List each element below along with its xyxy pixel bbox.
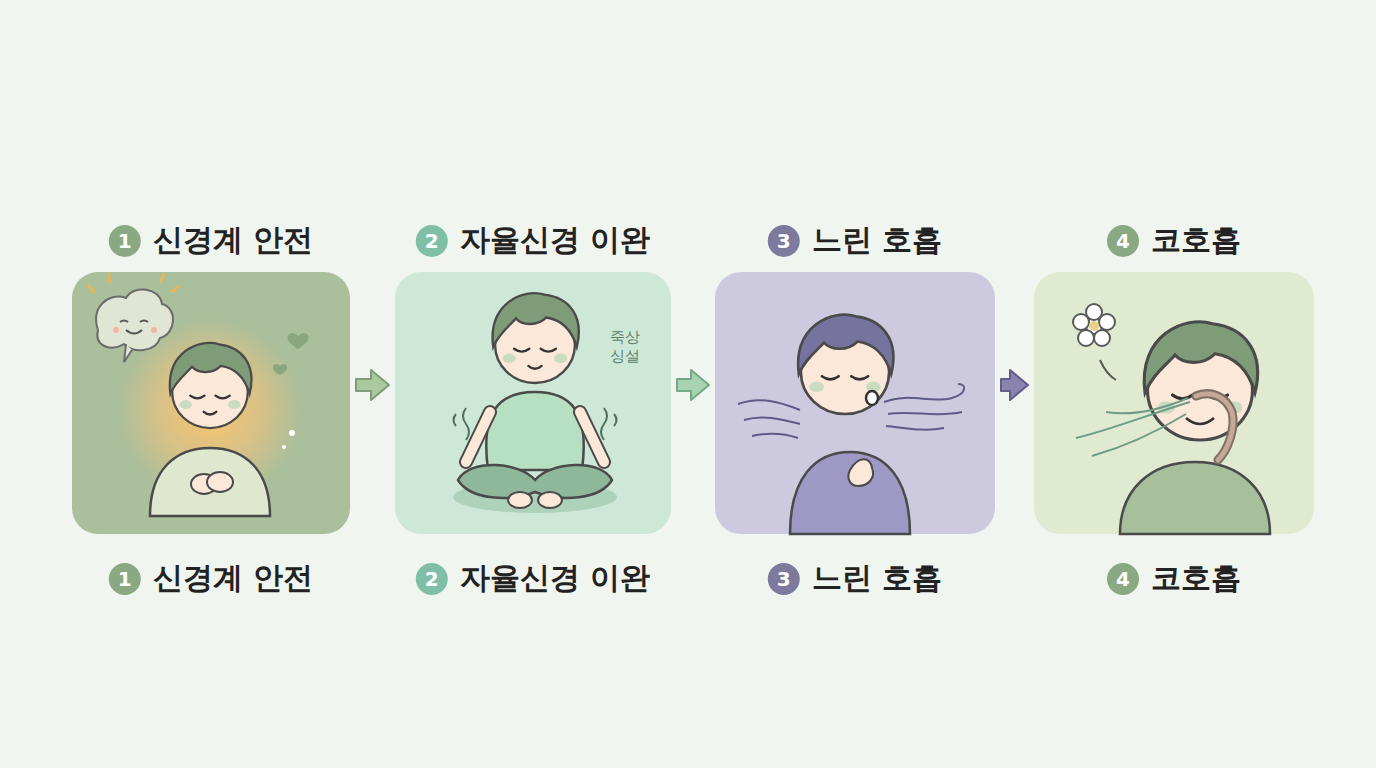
step-title: 코호흡 xyxy=(1151,558,1241,599)
heading-row: 2 자율신경 이완 xyxy=(416,220,650,261)
meditating-child xyxy=(453,293,617,513)
heading-row: 4 코호흡 xyxy=(1107,220,1241,261)
flow-arrow xyxy=(677,370,709,400)
step-number: 1 xyxy=(109,563,141,595)
heading-row: 3 느린 호흡 xyxy=(768,220,942,261)
safety-panel: 1신경계 안전1신경계 안전 xyxy=(72,272,350,534)
heading-row: 1 신경계 안전 xyxy=(109,558,313,599)
heading-row: 2 자율신경 이완 xyxy=(416,558,650,599)
relax-panel: 2자율신경 이완죽상 싱설2자율신경 이완 xyxy=(395,272,671,534)
step-title: 느린 호흡 xyxy=(812,558,942,599)
step-number: 2 xyxy=(416,225,448,257)
slow-breath-panel: 3느린 호흡3느린 호흡 xyxy=(715,272,995,534)
heart-icons xyxy=(273,333,309,449)
step-number: 3 xyxy=(768,563,800,595)
step-title: 자율신경 이완 xyxy=(460,558,650,599)
step-number: 4 xyxy=(1107,225,1139,257)
panel-note: 죽상 싱설 xyxy=(607,328,643,366)
step-title: 신경계 안전 xyxy=(153,558,313,599)
step-number: 2 xyxy=(416,563,448,595)
heading-row: 3 느린 호흡 xyxy=(768,558,942,599)
nose-breath-panel: 4코호흡4코호흡 xyxy=(1034,272,1314,534)
step-title: 자율신경 이완 xyxy=(460,220,650,261)
nose-breathing-child xyxy=(1073,304,1270,534)
flower-icon xyxy=(1073,304,1116,380)
flow-arrow xyxy=(1001,370,1028,400)
heading-row: 4 코호흡 xyxy=(1107,558,1241,599)
step-number: 3 xyxy=(768,225,800,257)
step-number: 4 xyxy=(1107,563,1139,595)
step-title: 느린 호흡 xyxy=(812,220,942,261)
step-title: 신경계 안전 xyxy=(153,220,313,261)
step-number: 1 xyxy=(109,225,141,257)
warm-glow xyxy=(118,318,302,502)
slow-breathing-child xyxy=(738,315,964,534)
safety-child xyxy=(118,318,302,516)
step-title: 코호흡 xyxy=(1151,220,1241,261)
flow-arrow xyxy=(356,370,389,400)
brain-icon xyxy=(88,274,178,362)
heading-row: 1 신경계 안전 xyxy=(109,220,313,261)
